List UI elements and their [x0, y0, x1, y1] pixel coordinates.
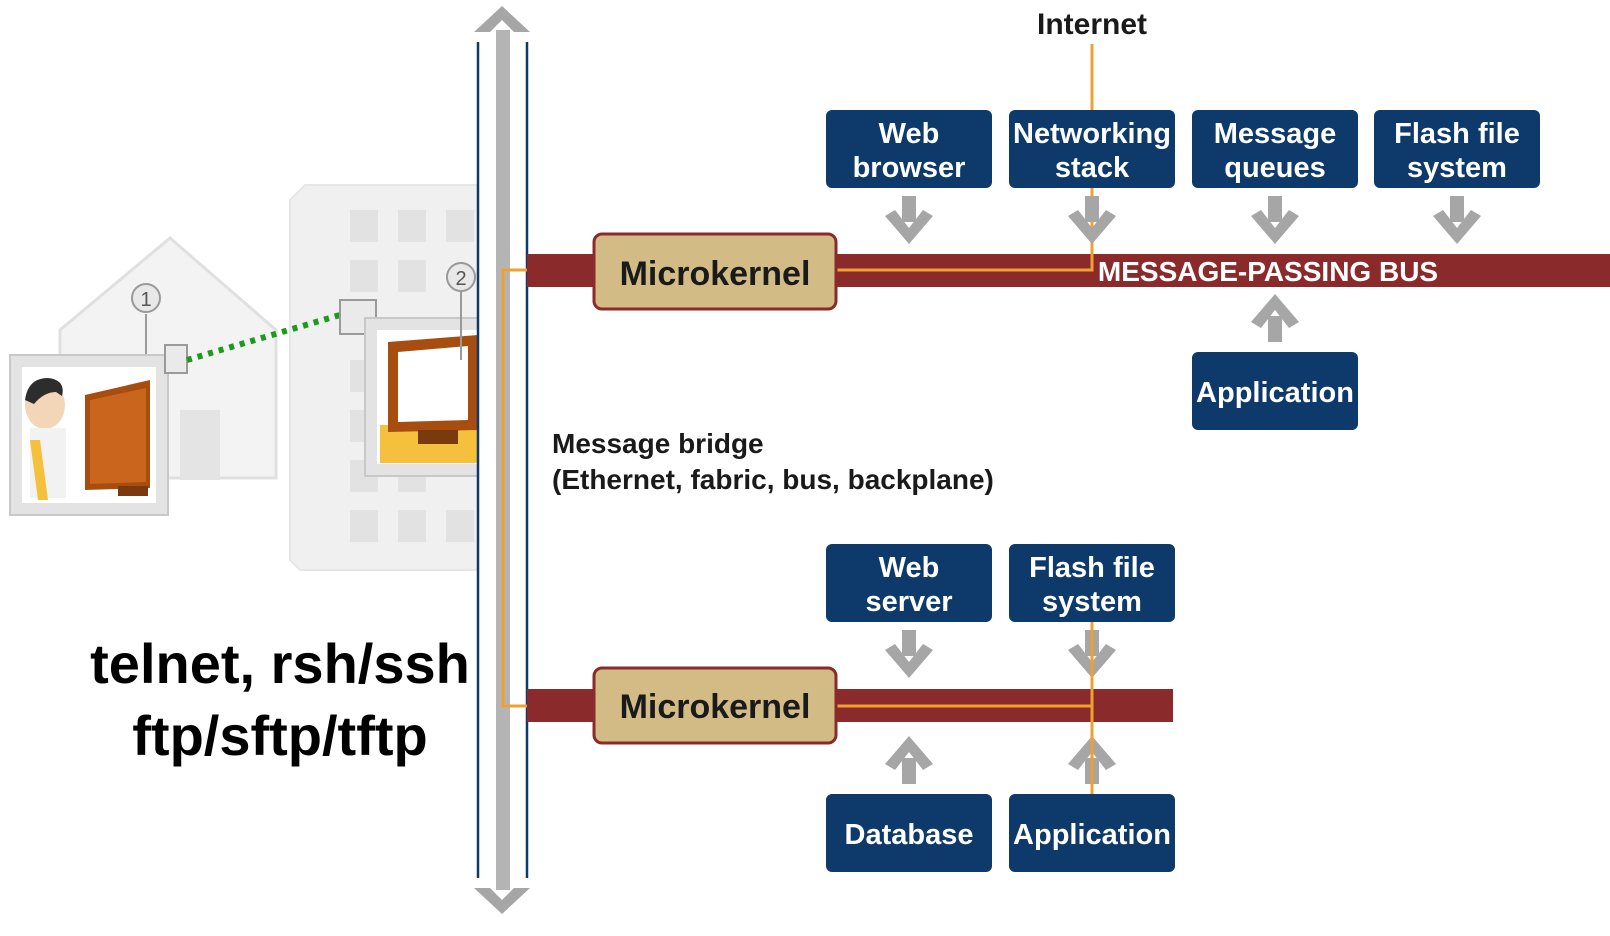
down-arrow-icon — [885, 630, 933, 678]
service-label-line2: system — [1407, 152, 1507, 184]
service-web-browser: Web browser — [826, 110, 992, 188]
service-label-line2: stack — [1055, 152, 1130, 184]
service-networking-stack: Networking stack — [1009, 110, 1175, 188]
client-label: Database — [845, 819, 974, 851]
bus-label: MESSAGE-PASSING BUS — [1098, 256, 1438, 287]
protocols-line2: ftp/sftp/tftp — [132, 704, 428, 767]
service-label-line2: queues — [1224, 152, 1326, 184]
microkernel-1-label: Microkernel — [620, 255, 811, 293]
service-label-line2: server — [865, 586, 952, 618]
service-label-line1: Networking — [1013, 118, 1171, 150]
client-application: Application — [1192, 352, 1358, 430]
service-message-queues: Message queues — [1192, 110, 1358, 188]
client-application-2: Application — [1009, 794, 1175, 872]
service-label-line1: Message — [1214, 118, 1337, 150]
up-arrow-icon — [885, 736, 933, 784]
marker-2: 2 — [446, 262, 476, 360]
network-illustration: 1 — [9, 184, 491, 571]
service-web-server: Web server — [826, 544, 992, 622]
microkernel-2: Microkernel — [592, 666, 838, 745]
client-database: Database — [826, 794, 992, 872]
client-label: Application — [1013, 819, 1171, 851]
service-label-line1: Flash file — [1029, 552, 1155, 584]
internet-label: Internet — [1037, 8, 1147, 41]
target-workstation-icon — [364, 317, 491, 477]
bridge-label-line1: Message bridge — [552, 428, 764, 459]
node-2: Microkernel Web server Flash file system… — [527, 544, 1175, 872]
microkernel-2-label: Microkernel — [620, 688, 811, 726]
client-label: Application — [1196, 377, 1354, 409]
service-flash-file-system-2: Flash file system — [1009, 544, 1175, 622]
marker-1-label: 1 — [140, 289, 151, 311]
protocols-caption: telnet, rsh/ssh ftp/sftp/tftp — [0, 628, 560, 772]
service-label-line1: Web — [879, 552, 940, 584]
node-1: MESSAGE-PASSING BUS Internet Microkernel… — [527, 8, 1610, 430]
message-bridge — [474, 6, 596, 914]
down-arrow-icon — [1433, 196, 1481, 244]
service-label-line2: system — [1042, 586, 1142, 618]
protocols-line1: telnet, rsh/ssh — [90, 632, 470, 695]
down-arrow-icon — [885, 196, 933, 244]
down-arrow-icon — [1068, 196, 1116, 244]
service-label-line1: Flash file — [1394, 118, 1520, 150]
service-label-line2: browser — [853, 152, 966, 184]
remote-user-workstation-icon — [9, 354, 169, 516]
down-arrow-icon — [1251, 196, 1299, 244]
bridge-label-line2: (Ethernet, fabric, bus, backplane) — [552, 464, 994, 495]
up-arrow-icon — [1251, 294, 1299, 342]
service-label-line1: Web — [879, 118, 940, 150]
microkernel-1: Microkernel — [592, 232, 838, 311]
service-flash-file-system: Flash file system — [1374, 110, 1540, 188]
marker-2-label: 2 — [455, 268, 466, 290]
